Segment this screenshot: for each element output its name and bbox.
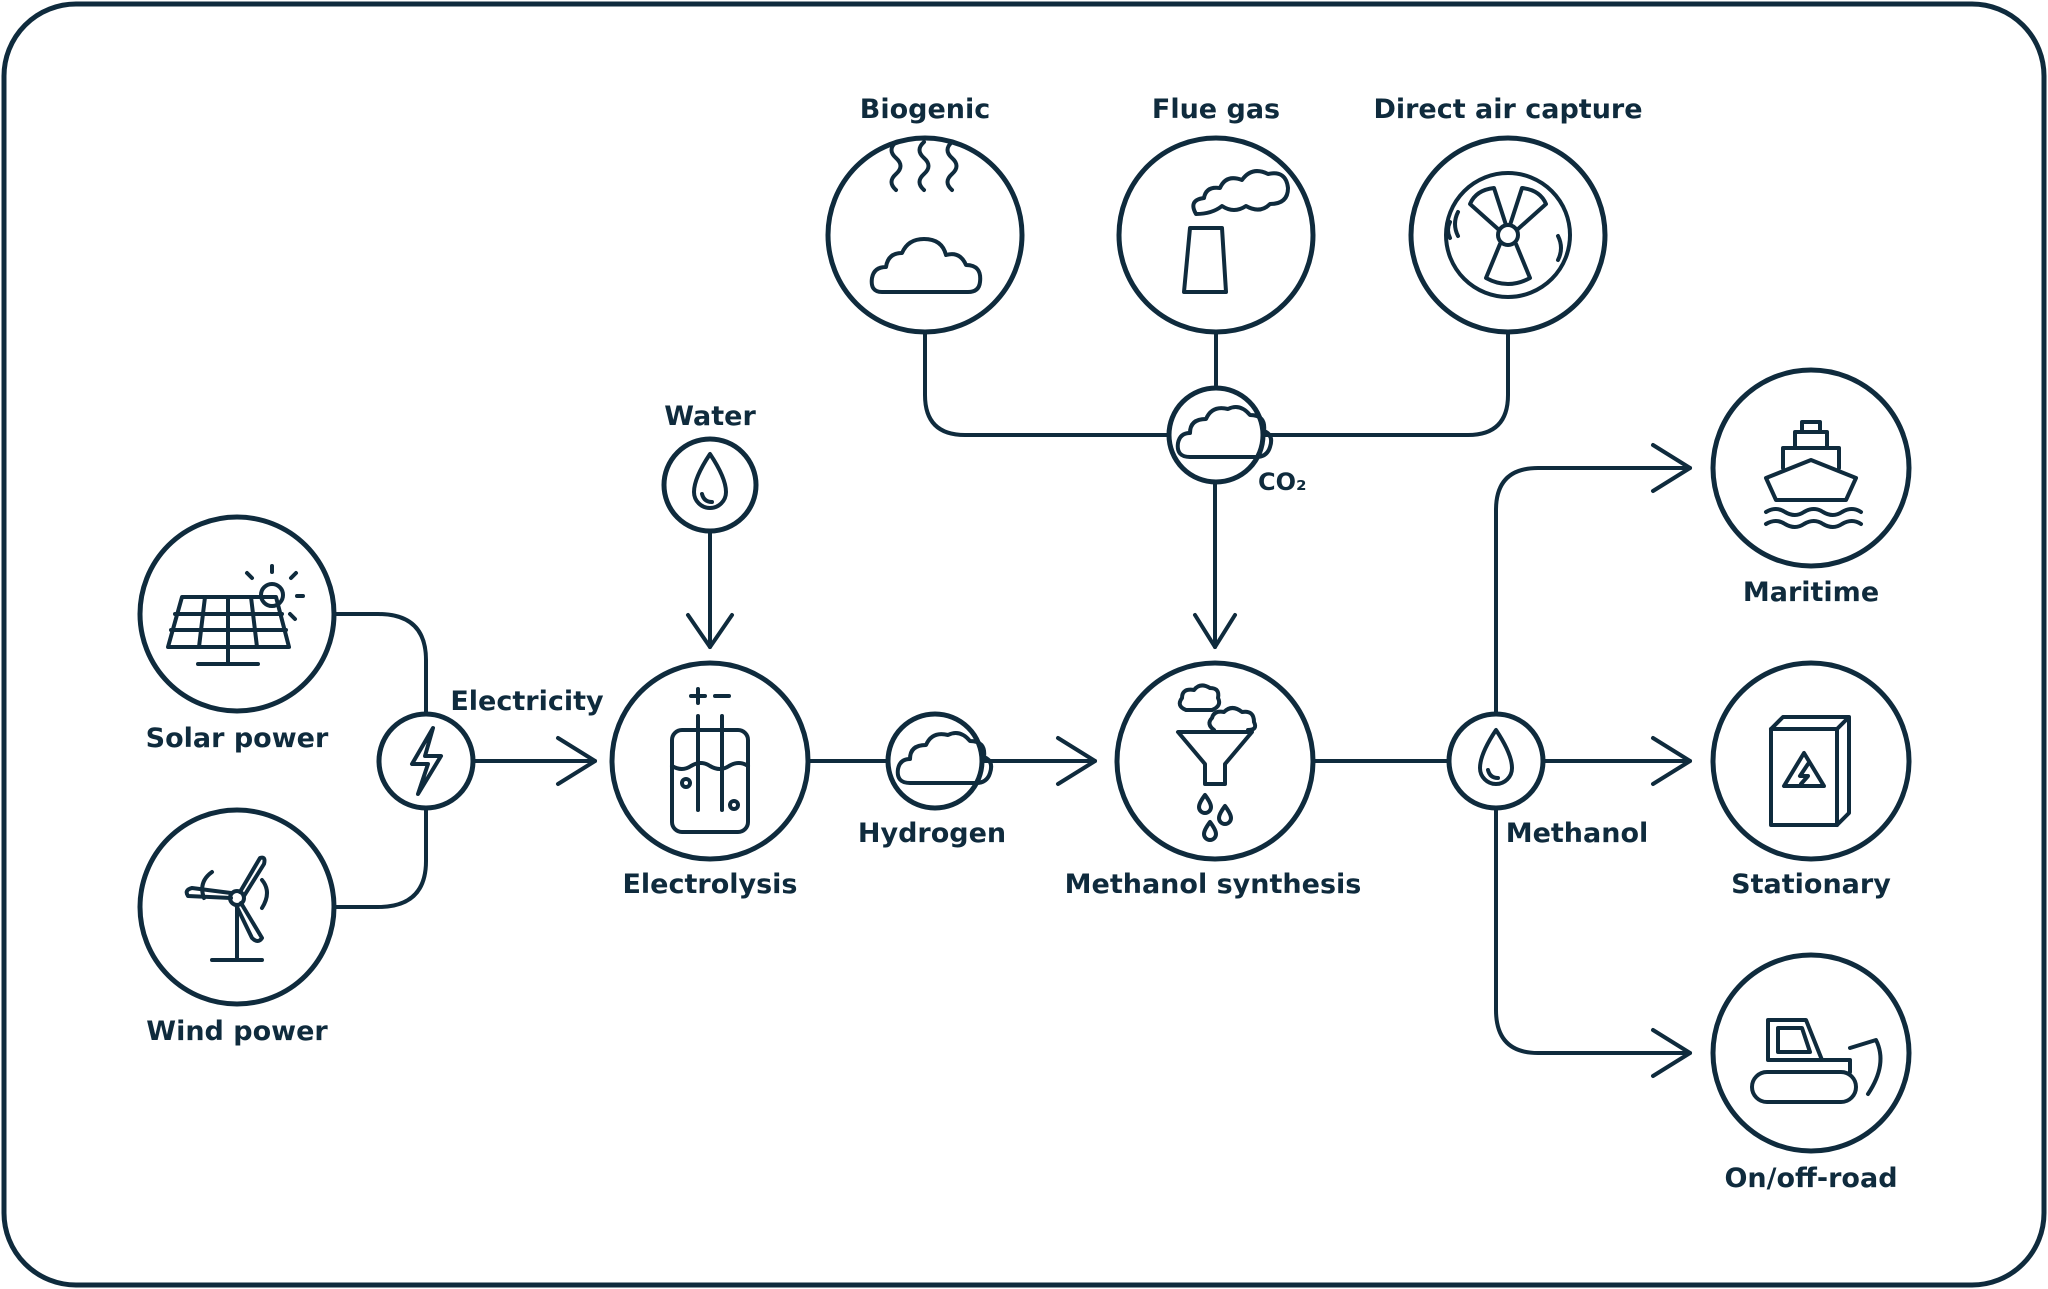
label-co2: CO₂ xyxy=(1258,468,1307,496)
node-flue-gas xyxy=(1116,135,1316,335)
node-stationary xyxy=(1710,660,1912,862)
connector-direct-air-capture xyxy=(1261,330,1510,437)
node-wind xyxy=(137,807,337,1007)
fan-icon xyxy=(1444,171,1572,299)
label-methanol: Methanol xyxy=(1506,818,1649,849)
label-hydrogen: Hydrogen xyxy=(858,818,1006,849)
label-biogenic: Biogenic xyxy=(860,94,991,125)
node-electrolysis xyxy=(609,660,811,862)
connector-biogenic xyxy=(923,330,1170,437)
node-electricity xyxy=(376,711,476,811)
connector-methanol-onroad xyxy=(1494,806,1692,1055)
water-drop-icon xyxy=(692,452,728,510)
arrowhead-hydrogen xyxy=(1056,736,1097,786)
node-solar xyxy=(137,514,337,714)
solar-panel-icon xyxy=(166,564,305,666)
node-water xyxy=(661,436,759,534)
label-maritime: Maritime xyxy=(1743,577,1879,608)
connectors xyxy=(333,330,1692,1078)
drop-icon xyxy=(1478,728,1514,786)
label-on-off-road: On/off-road xyxy=(1724,1163,1897,1194)
arrowhead-maritime xyxy=(1651,443,1692,493)
generator-icon xyxy=(1769,715,1851,827)
arrowhead-onroad xyxy=(1651,1028,1692,1078)
smokestack-icon xyxy=(1182,169,1290,294)
arrowhead-co2 xyxy=(1193,613,1237,649)
node-co2 xyxy=(1166,385,1274,485)
label-flue-gas: Flue gas xyxy=(1152,94,1280,125)
node-direct-air-capture xyxy=(1408,135,1608,335)
label-wind-power: Wind power xyxy=(146,1016,328,1047)
wind-turbine-icon xyxy=(184,855,269,962)
label-solar-power: Solar power xyxy=(146,723,329,754)
cloud-icon xyxy=(1175,405,1274,459)
connector-solar xyxy=(333,612,428,716)
connector-wind xyxy=(333,806,428,909)
arrowhead-stationary xyxy=(1651,736,1692,786)
funnel-icon xyxy=(1176,683,1258,842)
node-methanol-synthesis xyxy=(1114,660,1316,862)
label-stationary: Stationary xyxy=(1731,869,1891,900)
label-electricity: Electricity xyxy=(450,686,604,717)
label-direct-air-capture: Direct air capture xyxy=(1373,94,1642,125)
arrowhead-water xyxy=(686,613,734,649)
connector-methanol-maritime xyxy=(1494,466,1692,716)
labels: Biogenic Flue gas Direct air capture CO₂… xyxy=(146,94,1898,1194)
arrowhead-electricity xyxy=(556,736,597,786)
node-methanol xyxy=(1446,711,1546,811)
steam-cloud-icon xyxy=(869,140,983,294)
label-water: Water xyxy=(664,401,756,432)
node-hydrogen xyxy=(885,711,994,811)
label-electrolysis: Electrolysis xyxy=(622,869,797,900)
label-methanol-synthesis: Methanol synthesis xyxy=(1065,869,1362,900)
node-biogenic xyxy=(825,135,1025,335)
node-maritime xyxy=(1710,367,1912,569)
node-on-off-road xyxy=(1710,952,1912,1154)
electrolysis-cell-icon xyxy=(670,687,750,834)
ship-icon xyxy=(1764,420,1863,529)
lightning-icon xyxy=(410,726,443,796)
cloud-icon xyxy=(895,731,994,785)
bulldozer-icon xyxy=(1750,1018,1883,1104)
